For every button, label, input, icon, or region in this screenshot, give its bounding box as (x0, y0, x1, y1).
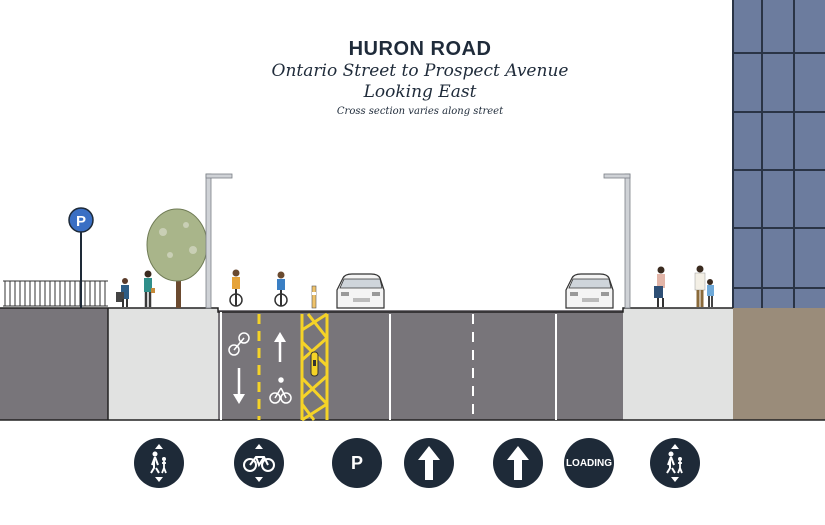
legend-parking: P (332, 438, 382, 488)
legend-loading: LOADING (564, 438, 614, 488)
street-name-title: HURON ROAD (348, 38, 492, 60)
legend-pedestrian-left (134, 438, 184, 488)
left-sidewalk (108, 308, 218, 420)
legend-travel-lane-2 (493, 438, 543, 488)
loading-icon-label: LOADING (565, 457, 613, 469)
railing-fence (3, 280, 108, 307)
parking-icon-label: P (350, 452, 363, 473)
cyclist-right (274, 271, 288, 307)
legend-pedestrian-right (650, 438, 700, 488)
pedestrian-adult-right (694, 265, 706, 307)
building-foundation (733, 308, 825, 420)
parked-car (336, 273, 385, 309)
yellow-buffer-hatch (300, 312, 329, 422)
building (732, 0, 825, 420)
pedestrian-stroller-left (116, 278, 129, 307)
pedestrian-bidirectional-icon (666, 444, 683, 482)
roadway (218, 310, 623, 420)
right-sidewalk (623, 308, 733, 420)
loading-car (565, 273, 614, 309)
light-pole-left (205, 173, 233, 309)
flex-bollard (311, 285, 317, 309)
cyclist-left (229, 269, 243, 307)
pedestrian-child-right (707, 279, 714, 307)
direction-subtitle: Looking East (363, 82, 477, 102)
bike-bidirectional-icon (243, 444, 275, 482)
pedestrian-woman-left (144, 270, 155, 307)
segment-subtitle: Ontario Street to Prospect Avenue (271, 61, 569, 81)
pedestrian-bidirectional-icon (150, 444, 167, 482)
street-tree (146, 208, 208, 308)
left-ground (0, 308, 108, 420)
light-pole-right (603, 173, 631, 309)
up-arrow-icon (418, 446, 440, 480)
title-block: HURON ROAD Ontario Street to Prospect Av… (0, 38, 825, 117)
parking-sign-letter: P (76, 213, 86, 230)
legend-travel-lane-1 (404, 438, 454, 488)
parking-sign: P (68, 207, 94, 308)
legend-bike (234, 438, 284, 488)
up-arrow-icon (507, 446, 529, 480)
bike-lane-markings (228, 332, 292, 404)
cross-section-note: Cross section varies along street (336, 106, 504, 117)
pedestrian-stroller-right (654, 266, 665, 307)
